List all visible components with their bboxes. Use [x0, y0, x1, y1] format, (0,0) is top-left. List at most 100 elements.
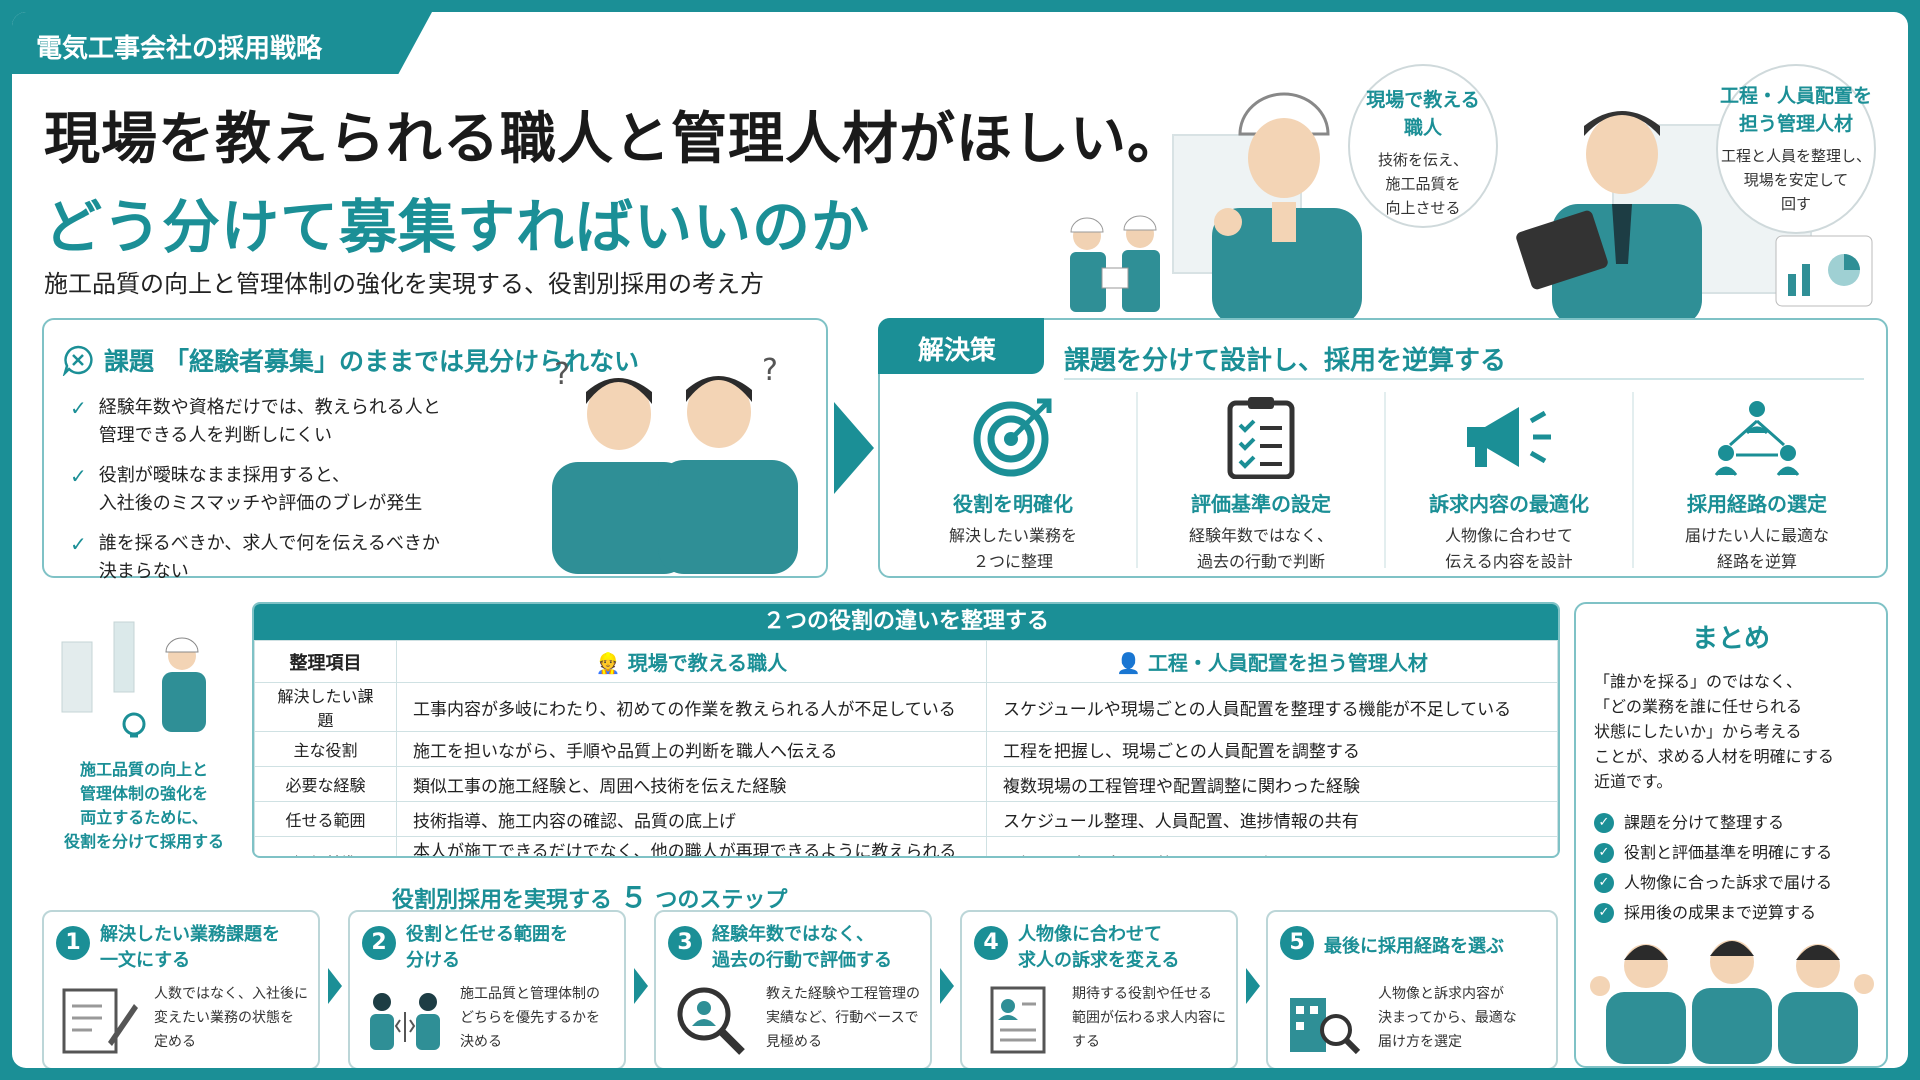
- problem-heading: 課題 「経験者募集」のままでは見分けられない: [62, 342, 639, 378]
- left-note: 施工品質の向上と 管理体制の強化を 両立するために、 役割を分けて採用する: [42, 612, 242, 862]
- step-title-line: 経験年数ではなく、: [712, 924, 874, 945]
- speech-bubble-craftsman: 現場で教える 職人 技術を伝え、 施工品質を 向上させる: [1348, 64, 1498, 228]
- step-number: 5: [1280, 926, 1314, 960]
- step-title-line: 求人の訴求を変える: [1018, 950, 1180, 971]
- desc-line: する: [1072, 1034, 1100, 1050]
- bubble-desc: 工程と人員を整理し、 現場を安定して 回す: [1718, 144, 1874, 216]
- table-row: 任せる範囲技術指導、施工内容の確認、品質の底上げスケジュール整理、人員配置、進捗…: [254, 801, 1558, 837]
- problem-list: ✓ 経験年数や資格だけでは、教えられる人と 管理できる人を判断しにくい ✓ 役割…: [70, 394, 520, 598]
- bubble-title: 工程・人員配置を: [1719, 85, 1872, 107]
- network-people-icon: [1634, 392, 1880, 482]
- table-cell: 複数現場の工程管理や配置調整に関わった経験: [986, 766, 1558, 802]
- note-line: 両立するために、: [80, 808, 208, 827]
- bubble-desc-line: 向上させる: [1385, 199, 1461, 217]
- desc-line: 範囲が伝わる求人内容に: [1072, 1010, 1226, 1026]
- summary-line: 近道です。: [1594, 772, 1673, 791]
- solution-items: 役割を明確化 解決したい業務を ２つに整理 評価基準の設定 経験年数ではなく、 …: [890, 392, 1880, 571]
- step-title: 解決したい業務課題を一文にする: [100, 922, 310, 974]
- desc-line: 期待する役割や任せる: [1072, 986, 1212, 1002]
- problem-label: 課題: [104, 347, 155, 376]
- solution-item-title: 訴求内容の最適化: [1429, 492, 1589, 516]
- note-line: 施工品質の向上と: [79, 760, 208, 779]
- list-item: ✓役割と評価基準を明確にする: [1594, 838, 1870, 868]
- steps-title: 役割別採用を実現する ５ つのステップ: [392, 876, 787, 916]
- manager-figure: [1516, 111, 1702, 326]
- person-icon: 👤: [1116, 651, 1148, 675]
- table-header-craftsman: 👷 現場で教える職人: [396, 640, 987, 683]
- desc-line: 変えたい業務の状態を: [154, 1010, 294, 1026]
- problem-title: 「経験者募集」のままでは見分けられない: [164, 347, 640, 376]
- check-circle-icon: ✓: [1594, 843, 1614, 863]
- desc-line: 施工品質と管理体制の: [460, 986, 600, 1002]
- list-item: ✓ 役割が曖昧なまま採用すると、 入社後のミスマッチや評価のブレが発生: [70, 462, 520, 518]
- step-number: 1: [56, 926, 90, 960]
- desc-line: 人物像に合わせて: [1444, 526, 1573, 545]
- solution-item-desc: 人物像に合わせて 伝える内容を設計: [1386, 523, 1632, 575]
- step-desc: 教えた経験や工程管理の実績など、行動ベースで見極める: [766, 982, 922, 1054]
- list-item: ✓採用後の成果まで逆算する: [1594, 898, 1870, 928]
- summary-title: まとめ: [1691, 624, 1770, 654]
- desc-line: 定める: [154, 1034, 196, 1050]
- header-label: 現場で教える職人: [627, 651, 788, 675]
- desc-line: 人数ではなく、入社後に: [154, 986, 308, 1002]
- step-desc: 期待する役割や任せる範囲が伝わる求人内容にする: [1072, 982, 1228, 1054]
- table-header-manager: 👤 工程・人員配置を担う管理人材: [986, 640, 1558, 683]
- summary-body: 「誰かを採る」のではなく、 「どの業務を誰に任せられる 状態にしたいか」から考え…: [1594, 669, 1870, 794]
- target-icon: [890, 392, 1136, 482]
- step-arrow-icon: [328, 968, 342, 1004]
- list-item-line: 管理できる人を判断しにくい: [98, 425, 333, 446]
- bubble-desc-line: 現場を安定して: [1743, 171, 1849, 189]
- clipboard-check-icon: [1138, 392, 1384, 482]
- bubble-desc-line: 回す: [1780, 195, 1811, 213]
- summary-line: 「どの業務を誰に任せられる: [1594, 697, 1803, 716]
- desc-line: 伝える内容を設計: [1445, 552, 1573, 571]
- chart-board-icon: [1775, 235, 1873, 307]
- worker-helmet-icon: 👷: [595, 651, 628, 675]
- table-cell: 工事内容が多岐にわたり、初めての作業を教えられる人が不足している: [396, 682, 987, 732]
- solution-item-desc: 解決したい業務を ２つに整理: [890, 523, 1136, 575]
- desc-line: 過去の行動で判断: [1196, 552, 1325, 571]
- step-title-line: 過去の行動で評価する: [712, 950, 892, 971]
- list-item-text: 経験年数や資格だけでは、教えられる人と 管理できる人を判断しにくい: [99, 394, 441, 450]
- step-card: 2 役割と任せる範囲を分ける 施工品質と管理体制のどちらを優先するかを決める: [348, 910, 626, 1068]
- steps-title-post: つのステップ: [655, 888, 788, 913]
- table-cell: 類似工事の施工経験と、周囲へ技術を伝えた経験: [396, 766, 987, 802]
- solution-title: 課題を分けて設計し、採用を逆算する: [1064, 346, 1507, 376]
- table-cell: 施工を担いながら、手順や品質上の判断を職人へ伝える: [396, 731, 987, 767]
- table-cell: 本人が施工できるだけでなく、他の職人が再現できるように教えられるか: [396, 836, 987, 856]
- desc-line: 決まってから、最適な: [1378, 1010, 1517, 1026]
- arrow-right-icon: [834, 402, 874, 494]
- table-cell: スケジュールや現場ごとの人員配置を整理する機能が不足している: [986, 682, 1558, 732]
- step-title: 役割と任せる範囲を分ける: [406, 922, 616, 974]
- step-title-line: 分ける: [406, 950, 460, 971]
- step-card: 5 最後に採用経路を選ぶ 人物像と訴求内容が決まってから、最適な届け方を選定: [1266, 910, 1558, 1068]
- hero-illustration: 現場で教える 職人 技術を伝え、 施工品質を 向上させる 工程・人員配置を 担う…: [1052, 64, 1892, 326]
- pencil-document-icon: [62, 988, 138, 1054]
- desc-line: 教えた経験や工程管理の: [766, 986, 920, 1002]
- list-item-text: 人物像に合った訴求で届ける: [1624, 873, 1833, 892]
- list-item-text: 役割が曖昧なまま採用すると、 入社後のミスマッチや評価のブレが発生: [99, 462, 422, 518]
- step-title-line: 最後に採用経路を選ぶ: [1324, 936, 1504, 957]
- table-title: ２つの役割の違いを整理する: [254, 604, 1558, 640]
- solution-item: 評価基準の設定 経験年数ではなく、 過去の行動で判断: [1138, 392, 1386, 571]
- step-title-line: 役割と任せる範囲を: [406, 924, 568, 945]
- table-row: 必要な経験類似工事の施工経験と、周囲へ技術を伝えた経験複数現場の工程管理や配置調…: [254, 766, 1558, 802]
- step-arrow-icon: [940, 968, 954, 1004]
- step-title-line: 人物像に合わせて: [1018, 924, 1162, 945]
- desc-line: 見極める: [766, 1034, 822, 1050]
- bubble-desc-line: 工程と人員を整理し、: [1720, 147, 1871, 165]
- bubble-desc-line: 施工品質を: [1385, 175, 1461, 193]
- subtitle: 施工品質の向上と管理体制の強化を実現する、役割別採用の考え方: [44, 270, 764, 298]
- divider: [1064, 378, 1864, 380]
- table-cell: 必要な経験: [254, 766, 397, 802]
- desc-line: 届けたい人に最適な: [1684, 526, 1829, 545]
- list-item-text: 誰を採るべきか、求人で何を伝えるべきか 決まらない: [99, 530, 440, 586]
- step-title: 最後に採用経路を選ぶ: [1324, 934, 1548, 960]
- desc-line: どちらを優先するかを: [460, 1010, 600, 1026]
- craftsman-figure: [1212, 92, 1362, 326]
- solution-item-desc: 届けたい人に最適な 経路を逆算: [1634, 523, 1880, 575]
- list-item-line: 決まらない: [98, 561, 189, 582]
- list-item: ✓ 経験年数や資格だけでは、教えられる人と 管理できる人を判断しにくい: [70, 394, 520, 450]
- bubble-desc-line: 技術を伝え、: [1377, 151, 1468, 169]
- desc-line: 解決したい業務を: [948, 526, 1077, 545]
